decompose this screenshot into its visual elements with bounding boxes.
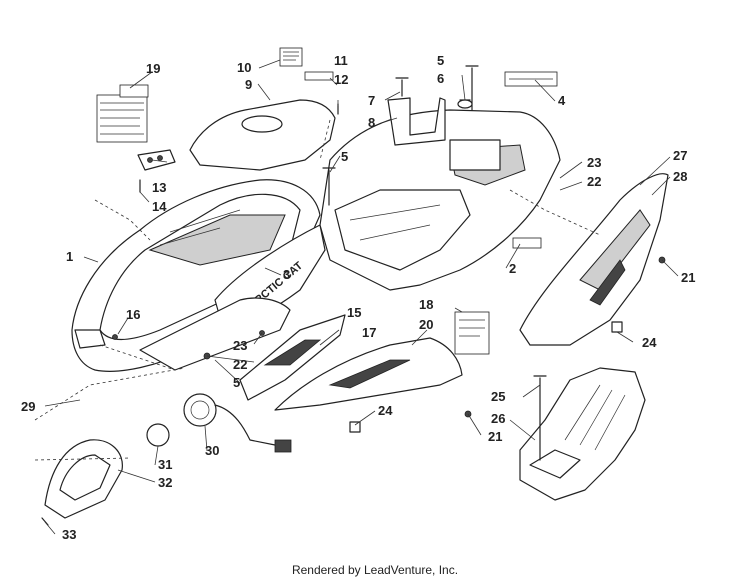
callout-4: 4 — [558, 93, 566, 108]
callout-31: 31 — [158, 457, 173, 472]
hardware — [41, 65, 666, 526]
callout-15: 15 — [347, 305, 362, 320]
callout-5c: 5 — [437, 53, 445, 68]
callout-11: 11 — [334, 53, 348, 68]
callout-19: 19 — [146, 61, 161, 76]
front-mudguard — [274, 311, 490, 411]
reference-lines — [34, 119, 601, 461]
switch-13 — [137, 149, 176, 171]
lower-side-panel — [139, 297, 346, 401]
decal-19 — [96, 84, 149, 143]
callout-13: 13 — [152, 180, 167, 195]
callout-10: 10 — [237, 60, 252, 75]
callout-14: 14 — [152, 199, 167, 214]
tank-cover-part — [189, 47, 336, 171]
callout-21a: 21 — [681, 270, 696, 285]
callout-21b: 21 — [488, 429, 503, 444]
callout-26: 26 — [491, 411, 506, 426]
callout-24b: 24 — [378, 403, 393, 418]
callout-1: 1 — [66, 249, 74, 264]
callout-17: 17 — [362, 325, 377, 340]
callout-18: 18 — [419, 297, 434, 312]
callout-16: 16 — [126, 307, 141, 322]
callout-6: 6 — [437, 71, 445, 86]
callout-33: 33 — [62, 527, 77, 542]
rear-fender-part — [319, 71, 561, 291]
callout-2: 2 — [509, 261, 517, 276]
callout-7: 7 — [368, 93, 376, 108]
callout-20: 20 — [419, 317, 434, 332]
render-credit: Rendered by LeadVenture, Inc. — [291, 563, 459, 577]
headlight-part — [44, 393, 292, 519]
bracket-8 — [387, 97, 446, 146]
callout-24a: 24 — [642, 335, 657, 350]
callout-8: 8 — [368, 115, 376, 130]
side-panel-right — [519, 173, 669, 346]
callout-23a: 23 — [233, 338, 248, 353]
callout-22a: 22 — [233, 357, 248, 372]
callout-27: 27 — [673, 148, 688, 163]
callout-32: 32 — [158, 475, 173, 490]
callout-25: 25 — [491, 389, 506, 404]
front-fender-part — [71, 179, 321, 372]
callout-3: 3 — [283, 267, 291, 282]
callout-5a: 5 — [341, 149, 349, 164]
leader-lines — [44, 59, 679, 535]
callout-29: 29 — [21, 399, 36, 414]
seat-part — [519, 367, 646, 501]
callout-30: 30 — [205, 443, 220, 458]
callout-5b: 5 — [233, 375, 241, 390]
callout-23b: 23 — [587, 155, 602, 170]
callout-9: 9 — [245, 77, 253, 92]
callout-12: 12 — [334, 72, 349, 87]
callout-28: 28 — [673, 169, 688, 184]
callout-22b: 22 — [587, 174, 602, 189]
